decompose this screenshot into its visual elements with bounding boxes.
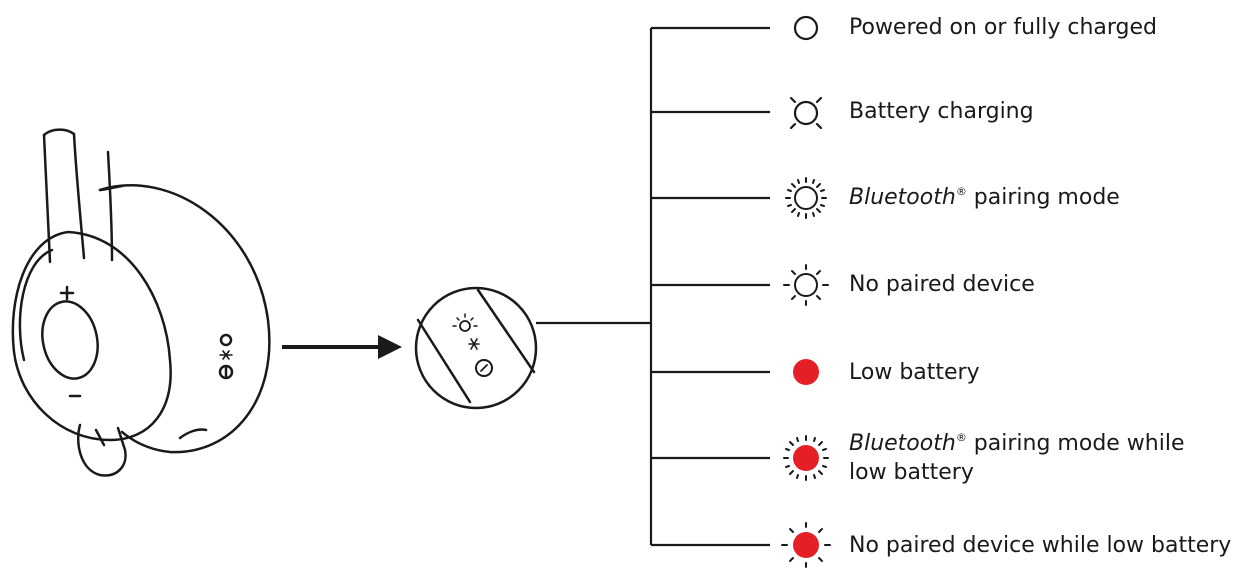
legend-label-pairing-mode: Bluetooth® pairing mode	[849, 183, 1120, 212]
legend-text: Powered on or fully charged	[849, 15, 1157, 40]
led-fast-blink-red-icon	[783, 435, 829, 481]
boom-mic	[76, 423, 127, 477]
legend-text: Low battery	[849, 360, 980, 385]
zoom-arrow-icon	[282, 335, 402, 359]
headband	[42, 133, 52, 264]
connector-lines	[536, 26, 770, 547]
ear-cushion	[98, 184, 271, 454]
legend-line-2: low battery	[849, 460, 974, 485]
legend-text: pairing mode	[966, 185, 1120, 210]
led-steady-red-icon	[793, 359, 819, 385]
earcup-shell	[11, 230, 172, 442]
headset-illustration	[11, 128, 271, 477]
legend-label-pairing-low-battery: Bluetooth® pairing mode while low batter…	[849, 429, 1185, 487]
led-zoom-detail	[414, 286, 538, 410]
legend-text: pairing mode while	[966, 431, 1185, 456]
led-slow-blink-white-icon	[783, 264, 829, 306]
legend-text: No paired device	[849, 272, 1035, 297]
registered-mark: ®	[955, 431, 967, 444]
legend-line-1: Bluetooth® pairing mode while	[849, 429, 1185, 458]
legend-text: No paired device while low battery	[849, 533, 1232, 558]
led-fast-blink-white-icon	[785, 177, 827, 219]
registered-mark: ®	[955, 185, 967, 198]
led-slow-blink-red-icon	[781, 522, 831, 568]
legend-label-no-paired-low-battery: No paired device while low battery	[849, 531, 1231, 560]
legend-label-battery-charging: Battery charging	[849, 97, 1034, 126]
legend-label-no-paired-device: No paired device	[849, 270, 1035, 299]
legend-label-powered-on: Powered on or fully charged	[849, 13, 1157, 42]
bluetooth-word: Bluetooth	[849, 431, 956, 456]
led-breathing-white-icon	[789, 96, 823, 130]
legend-label-low-battery: Low battery	[849, 358, 980, 387]
legend-text: Battery charging	[849, 99, 1034, 124]
bluetooth-word: Bluetooth	[849, 185, 956, 210]
control-button	[41, 300, 99, 380]
led-steady-white-icon	[793, 15, 819, 41]
